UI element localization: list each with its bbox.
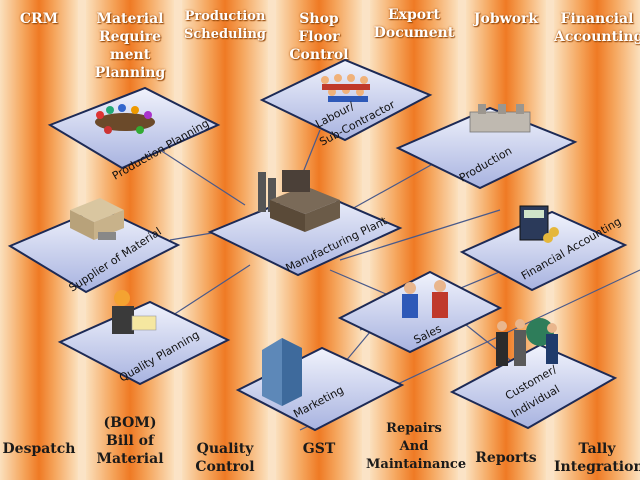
bottom-label-gst: GST <box>302 441 336 457</box>
connector-production-plant <box>349 159 441 211</box>
node-quality: Quality Planning <box>57 290 231 386</box>
engineer-icon <box>112 290 157 334</box>
node-sales: Sales <box>337 270 503 354</box>
connector-plant-financial <box>339 209 501 261</box>
bottom-label-tally: Tally Integration <box>554 441 640 475</box>
connector-planning-plant <box>159 149 246 206</box>
node-manufacturing: Manufacturing Plant <box>207 170 403 277</box>
top-label-crm: CRM <box>19 11 59 27</box>
top-label-scheduling: Production Scheduling <box>184 9 266 42</box>
calculator-icon <box>519 205 559 243</box>
handshake-icon <box>402 280 448 318</box>
node-production: Production <box>395 104 578 190</box>
top-label-shopfloor: Shop Floor Control <box>289 11 349 63</box>
node-marketing: Marketing <box>235 338 405 432</box>
bottom-label-bom: (BOM) Bill of Material <box>96 415 164 467</box>
bottom-label-reports: Reports <box>475 450 537 466</box>
top-label-mrp: Material Require ment Planning <box>94 11 166 81</box>
bottom-label-despatch: Despatch <box>2 441 76 457</box>
bottom-label-quality-control: Quality Control <box>195 441 255 475</box>
meeting-icon <box>95 104 155 134</box>
factory-line-icon <box>469 104 531 133</box>
workers-icon <box>321 74 370 102</box>
node-production-planning: Production Planning <box>47 86 221 183</box>
warehouse-icon <box>70 198 124 240</box>
node-labour: Labour/ Sub-Contractor <box>259 58 433 149</box>
factory-icon <box>258 170 340 232</box>
building-icon <box>262 338 302 406</box>
top-label-financial: Financial Accounting <box>554 11 640 45</box>
top-label-jobwork: Jobwork <box>473 11 539 27</box>
customers-icon <box>496 318 558 366</box>
top-label-export: Export Document <box>373 7 455 41</box>
bottom-label-repairs: Repairs And Maintainance <box>366 421 467 472</box>
node-financial: Financial Accounting <box>459 205 628 292</box>
node-supplier: Supplier of Material <box>7 198 181 295</box>
node-customer: Customer/ Individual <box>449 318 618 430</box>
